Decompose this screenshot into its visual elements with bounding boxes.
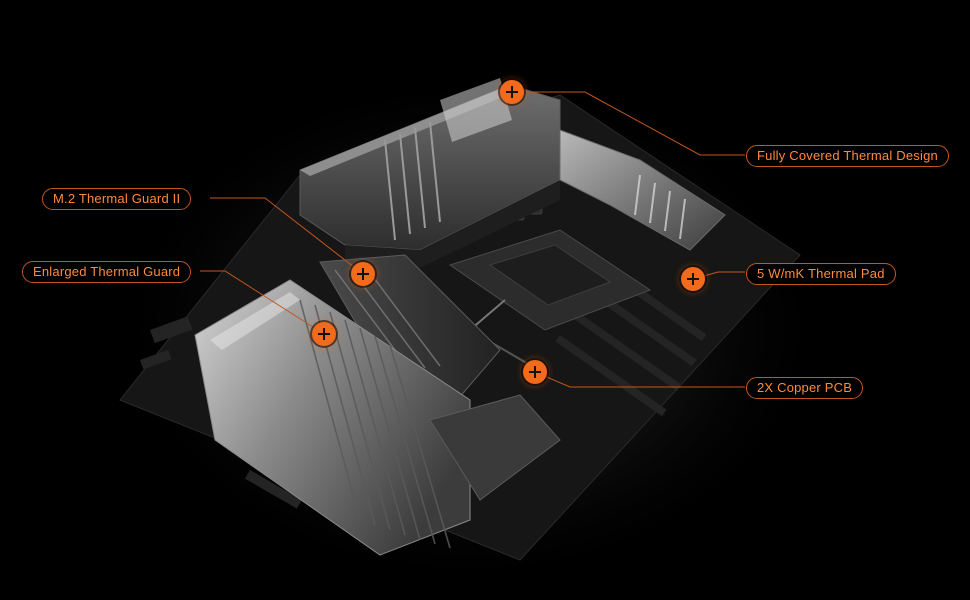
enlarged-thermal-guard-plate xyxy=(194,279,471,556)
vrm-heatsink-top xyxy=(299,78,561,268)
enlarged-thermal-guard-label[interactable]: Enlarged Thermal Guard xyxy=(22,261,192,283)
copper-pcb-label[interactable]: 2X Copper PCB xyxy=(746,377,864,399)
thermal-pad-hotspot[interactable] xyxy=(681,267,705,291)
m2-thermal-guard-label[interactable]: M.2 Thermal Guard II xyxy=(42,188,192,210)
m2-thermal-guard-hotspot[interactable] xyxy=(351,262,375,286)
fully-covered-thermal-design-label[interactable]: Fully Covered Thermal Design xyxy=(746,145,949,167)
copper-pcb-hotspot[interactable] xyxy=(523,360,547,384)
thermal-pad-label[interactable]: 5 W/mK Thermal Pad xyxy=(746,263,896,285)
enlarged-thermal-guard-hotspot[interactable] xyxy=(312,322,336,346)
m2-guard-strip xyxy=(319,254,501,421)
leader-lines xyxy=(200,91,745,388)
chipset-heatsink xyxy=(429,394,561,501)
fully-covered-thermal-design-hotspot[interactable] xyxy=(500,80,524,104)
vrm-heatsink-right xyxy=(559,129,726,251)
cpu-socket xyxy=(448,229,652,366)
